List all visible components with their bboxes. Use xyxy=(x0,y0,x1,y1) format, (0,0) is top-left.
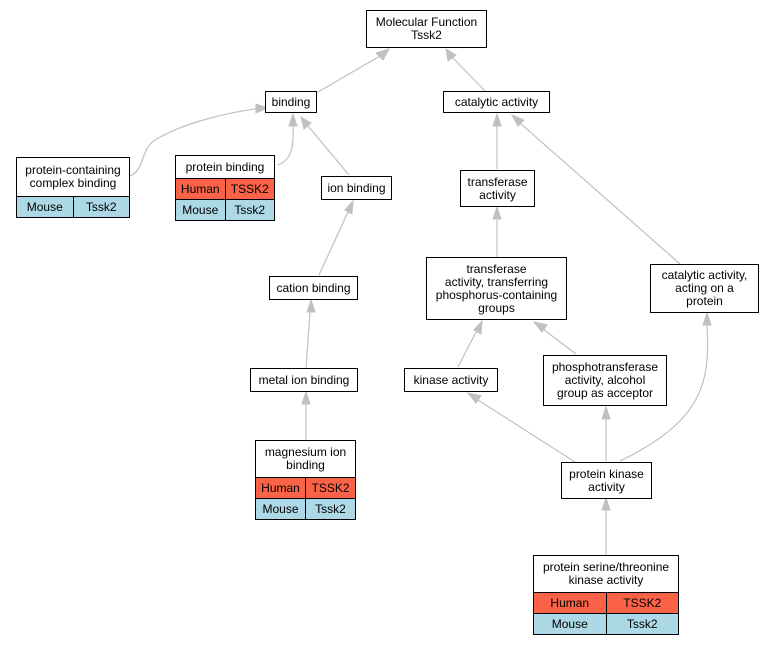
species-label: Human xyxy=(550,596,590,610)
edge-kinase-to-transferase-p xyxy=(457,319,483,368)
gene-label: TSSK2 xyxy=(305,478,355,498)
node-catalytic-activity-on-protein[interactable]: catalytic activity, acting on a protein xyxy=(650,264,759,313)
edge-serthr-to-protein-kinase xyxy=(601,496,611,555)
node-transferase-activity[interactable]: transferase activity xyxy=(460,170,535,207)
node-molecular-function-root[interactable]: Molecular Function Tssk2 xyxy=(366,10,487,48)
node-title: magnesium ion binding xyxy=(264,445,347,472)
node-protein-binding[interactable]: protein binding Human TSSK2 Mouse Tssk2 xyxy=(175,155,275,221)
node-metal-ion-binding[interactable]: metal ion binding xyxy=(250,368,358,392)
edge-protein-binding-to-binding xyxy=(277,112,298,166)
species-label: Mouse xyxy=(262,502,299,516)
node-protein-serine-threonine-kinase[interactable]: protein serine/threonine kinase activity… xyxy=(533,555,679,635)
node-protein-containing-complex-binding[interactable]: protein-containing complex binding Mouse… xyxy=(16,157,130,218)
gene-label: Tssk2 xyxy=(605,614,679,634)
gene-label: TSSK2 xyxy=(605,593,679,613)
edge-binding-to-root xyxy=(317,48,391,93)
node-protein-kinase-activity[interactable]: protein kinase activity xyxy=(561,462,652,499)
node-title: phosphotransferase activity, alcohol gro… xyxy=(551,360,659,400)
node-title: ion binding xyxy=(327,180,386,195)
ortholog-row-human: Human TSSK2 xyxy=(534,592,678,613)
node-title: protein serine/threonine kinase activity xyxy=(542,560,670,587)
ortholog-row-mouse: Mouse Tssk2 xyxy=(534,613,678,634)
node-title: kinase activity xyxy=(413,372,489,387)
ortholog-row-mouse: Mouse Tssk2 xyxy=(256,498,355,519)
edge-metal-ion-to-cation xyxy=(305,298,316,369)
node-title: Molecular Function Tssk2 xyxy=(375,15,478,42)
gene-label: Tssk2 xyxy=(72,197,130,217)
gene-label: TSSK2 xyxy=(224,179,275,199)
node-phosphotransferase-alcohol[interactable]: phosphotransferase activity, alcohol gro… xyxy=(543,355,667,406)
ortholog-row-mouse: Mouse Tssk2 xyxy=(17,196,129,217)
node-kinase-activity[interactable]: kinase activity xyxy=(404,368,498,392)
node-cation-binding[interactable]: cation binding xyxy=(269,276,358,300)
node-title: protein-containing complex binding xyxy=(25,163,121,190)
node-title: cation binding xyxy=(276,280,351,295)
species-label: Mouse xyxy=(551,617,588,631)
edge-transferase-p-to-transferase xyxy=(492,205,502,257)
edge-magnesium-to-metal-ion xyxy=(301,390,311,440)
edges xyxy=(129,48,712,555)
edge-protein-kinase-to-catalytic-protein xyxy=(619,311,712,462)
edge-transferase-to-catalytic xyxy=(492,112,502,169)
edge-phosphotransferase-to-transferase-p xyxy=(532,321,577,355)
species-label: Human xyxy=(180,182,220,196)
node-transferase-phosphorus[interactable]: transferase activity, transferring phosp… xyxy=(426,257,567,320)
node-catalytic-activity[interactable]: catalytic activity xyxy=(443,91,550,113)
edge-pcc-binding-to-binding xyxy=(129,103,269,177)
edge-cation-to-ion-binding xyxy=(318,199,354,276)
node-title: catalytic activity xyxy=(454,94,539,109)
edge-protein-kinase-to-kinase xyxy=(466,392,576,463)
edge-catalytic-to-root xyxy=(445,48,487,93)
node-title: metal ion binding xyxy=(258,372,350,387)
edge-ion-binding-to-binding xyxy=(300,115,350,176)
ortholog-row-human: Human TSSK2 xyxy=(256,477,355,498)
node-magnesium-ion-binding[interactable]: magnesium ion binding Human TSSK2 Mouse … xyxy=(255,440,356,520)
edge-catalytic-protein-to-catalytic xyxy=(510,113,681,265)
node-title: catalytic activity, acting on a protein xyxy=(661,268,748,308)
species-label: Mouse xyxy=(26,200,63,214)
gene-label: Tssk2 xyxy=(305,499,355,519)
node-title: transferase activity, transferring phosp… xyxy=(435,261,558,315)
species-label: Mouse xyxy=(182,203,219,217)
node-title: binding xyxy=(271,94,311,109)
species-label: Human xyxy=(261,481,300,495)
node-title: protein kinase activity xyxy=(569,466,644,494)
ortholog-row-human: Human TSSK2 xyxy=(176,178,274,199)
node-binding[interactable]: binding xyxy=(265,91,317,113)
node-title: transferase activity xyxy=(467,174,528,202)
edge-protein-kinase-to-phosphotransferase xyxy=(601,405,611,461)
ortholog-row-mouse: Mouse Tssk2 xyxy=(176,199,274,220)
node-ion-binding[interactable]: ion binding xyxy=(321,176,392,200)
gene-label: Tssk2 xyxy=(224,200,275,220)
node-title: protein binding xyxy=(185,159,265,174)
